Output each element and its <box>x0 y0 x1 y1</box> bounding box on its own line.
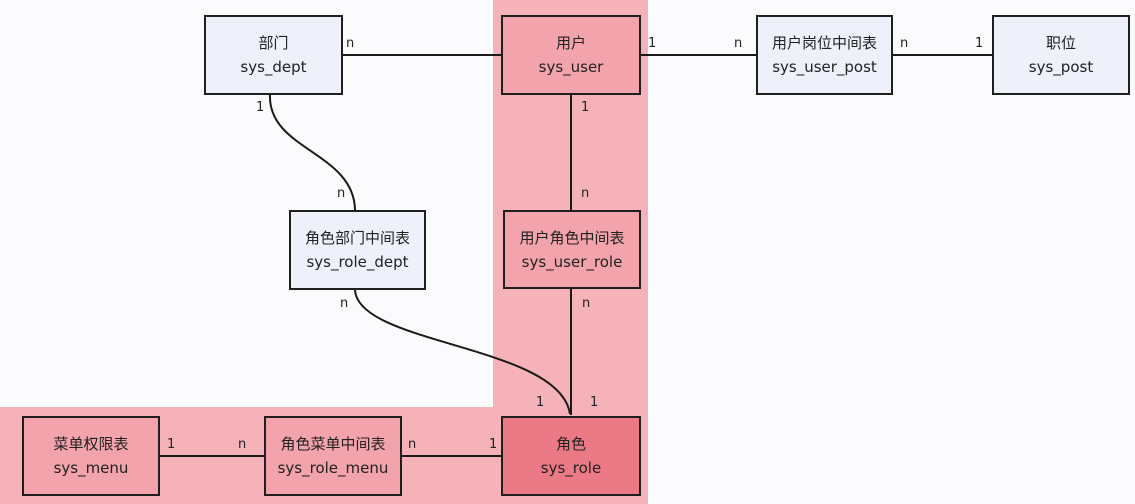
entity-en-label: sys_dept <box>240 58 307 76</box>
cardinality-label: n <box>582 296 591 311</box>
cardinality-label: 1 <box>648 36 657 51</box>
entity-cn-label: 角色部门中间表 <box>304 229 410 247</box>
entity-en-label: sys_menu <box>53 459 129 477</box>
cardinality-label: 1 <box>256 100 265 115</box>
cardinality-label: n <box>734 36 743 51</box>
cardinality-label: 1 <box>167 437 176 452</box>
entity-sys-dept[interactable]: 部门 sys_dept <box>204 15 343 95</box>
entity-en-label: sys_user_role <box>521 252 623 271</box>
cardinality-label: 1 <box>581 100 590 115</box>
entity-cn-label: 部门 <box>258 34 289 52</box>
line-dept-roledept <box>268 94 356 211</box>
entity-sys-menu[interactable]: 菜单权限表 sys_menu <box>22 416 160 496</box>
cardinality-label: n <box>337 186 346 201</box>
entity-cn-label: 角色 <box>555 435 586 453</box>
cardinality-label: 1 <box>536 395 545 410</box>
entity-en-label: sys_role_menu <box>277 459 389 477</box>
entity-en-label: sys_post <box>1028 58 1094 76</box>
entity-cn-label: 职位 <box>1045 34 1076 52</box>
entity-cn-label: 用户岗位中间表 <box>771 34 877 52</box>
entity-sys-role-menu[interactable]: 角色菜单中间表 sys_role_menu <box>264 416 402 496</box>
entity-cn-label: 用户 <box>555 34 586 52</box>
entity-en-label: sys_user_post <box>772 58 877 76</box>
cardinality-label: n <box>340 296 349 311</box>
cardinality-label: n <box>581 186 590 201</box>
entity-en-label: sys_user <box>538 58 604 76</box>
entity-sys-role[interactable]: 角色 sys_role <box>501 416 641 496</box>
entity-sys-role-dept[interactable]: 角色部门中间表 sys_role_dept <box>289 210 426 290</box>
entity-sys-user-post[interactable]: 用户岗位中间表 sys_user_post <box>756 15 893 95</box>
line-roledept-role <box>354 289 571 415</box>
cardinality-label: 1 <box>590 395 599 410</box>
cardinality-label: n <box>408 437 417 452</box>
cardinality-label: n <box>346 36 355 51</box>
entity-en-label: sys_role <box>540 459 602 477</box>
cardinality-label: 1 <box>489 437 498 452</box>
entity-cn-label: 菜单权限表 <box>53 435 129 453</box>
entity-cn-label: 角色菜单中间表 <box>280 435 386 453</box>
cardinality-label: n <box>238 437 247 452</box>
cardinality-label: 1 <box>975 36 984 51</box>
entity-en-label: sys_role_dept <box>306 253 409 271</box>
entity-sys-user[interactable]: 用户 sys_user <box>501 15 641 95</box>
entity-sys-post[interactable]: 职位 sys_post <box>992 15 1130 95</box>
entity-sys-user-role[interactable]: 用户角色中间表 sys_user_role <box>503 210 641 289</box>
entity-cn-label: 用户角色中间表 <box>519 228 625 247</box>
cardinality-label: n <box>900 36 909 51</box>
